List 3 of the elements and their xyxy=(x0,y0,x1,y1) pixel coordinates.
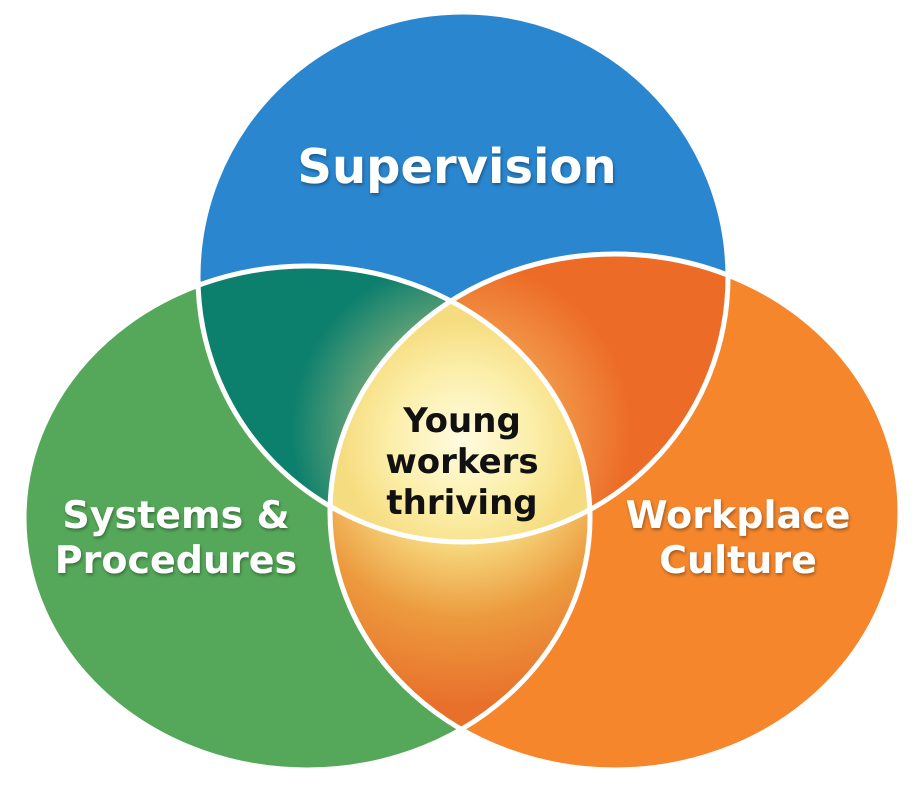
circle-label: Workplace Culture xyxy=(598,492,878,584)
circle-label: Supervision xyxy=(277,139,637,197)
circle-label: Systems & Procedures xyxy=(36,492,316,584)
